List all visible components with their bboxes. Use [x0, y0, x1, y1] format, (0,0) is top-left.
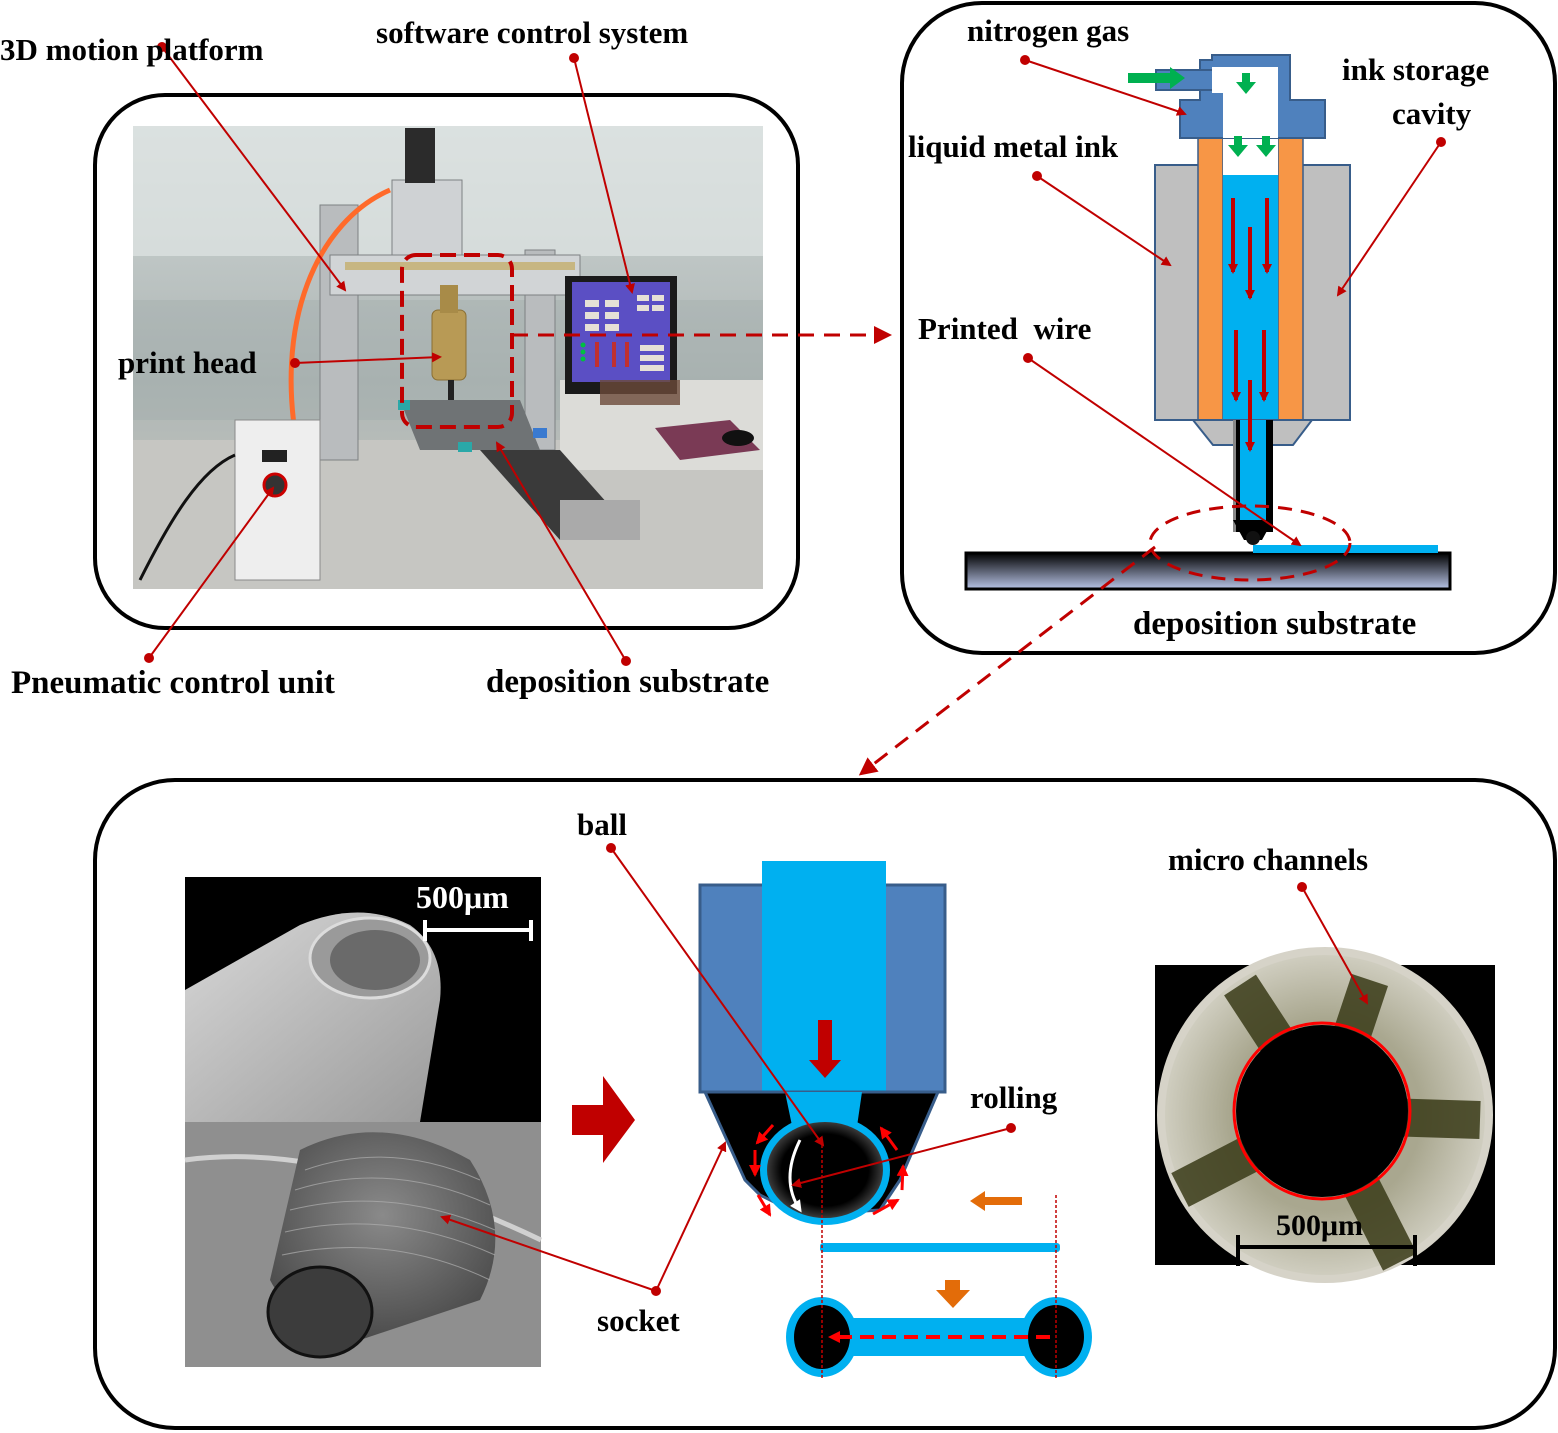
label-socket: socket — [597, 1303, 680, 1338]
callout-rolling — [791, 1123, 1016, 1188]
nozzle-ball — [1246, 531, 1260, 545]
label-motion-platform: 3D motion platform — [0, 32, 264, 67]
ball-socket-panel: 500μm — [93, 778, 1557, 1430]
callout-nitrogen-gas — [1020, 55, 1187, 116]
callout-ink-storage — [1336, 137, 1446, 297]
micro-channel-image: 500μm — [1155, 947, 1495, 1283]
label-nitrogen-gas: nitrogen gas — [967, 13, 1129, 48]
gas-flow-arrows — [1128, 67, 1276, 157]
result-arrow — [936, 1280, 970, 1308]
label-rolling: rolling — [970, 1080, 1058, 1115]
print-head-highlight-box — [400, 253, 514, 429]
label-pneumatic-unit: Pneumatic control unit — [11, 665, 335, 701]
rotation-icon — [788, 1139, 802, 1213]
callout-liquid-metal-ink — [1032, 171, 1172, 267]
callout-motion-platform — [157, 42, 347, 292]
schematic-panel: nitrogen gas ink storage cavity liquid m… — [858, 1, 1557, 776]
label-software-control: software control system — [376, 15, 688, 50]
setup-panel-frame — [93, 93, 800, 630]
label-print-head: print head — [118, 345, 257, 380]
callout-print-head — [290, 352, 442, 368]
gas-inlet-arrow — [1128, 67, 1185, 89]
setup-photo — [133, 126, 763, 589]
label-micro-channels: micro channels — [1168, 842, 1368, 877]
travel-direction-arrow — [970, 1191, 1022, 1211]
ball-socket-schematic — [698, 861, 1092, 1378]
label-ink-storage-2: cavity — [1392, 96, 1472, 131]
label-printed-wire: Printed wire — [918, 311, 1091, 346]
callout-ball — [606, 843, 825, 1147]
callout-socket — [440, 1141, 727, 1296]
ink-cavity-wall-left — [1197, 137, 1224, 421]
callout-micro-channels — [1297, 882, 1368, 1005]
printed-wire — [1253, 545, 1438, 553]
ball — [767, 1122, 883, 1218]
transition-arrow — [572, 1076, 635, 1163]
callout-deposition-substrate — [495, 441, 631, 666]
label-liquid-metal-ink: liquid metal ink — [908, 129, 1119, 164]
zoom-connector-arrow-2 — [858, 545, 1156, 776]
substrate — [964, 551, 1452, 591]
nozzle-tip-highlight — [1148, 504, 1352, 582]
label-ball: ball — [577, 807, 627, 842]
ball-socket-panel-frame — [93, 778, 1557, 1430]
sem-scale-label: 500μm — [416, 879, 509, 915]
callout-software-control — [569, 53, 635, 294]
ink-flow-arrows — [1228, 198, 1272, 452]
sem-scale-bar — [423, 920, 533, 941]
label-ink-storage-1: ink storage — [1342, 52, 1489, 87]
label-deposition-substrate-2: deposition substrate — [1133, 606, 1416, 642]
schematic-panel-frame — [900, 1, 1557, 655]
ink-cavity-wall-right — [1277, 137, 1304, 421]
channel-highlight-circle — [1232, 1021, 1412, 1201]
sem-image: 500μm — [184, 877, 543, 1367]
callout-printed-wire — [1023, 353, 1302, 547]
label-deposition-substrate: deposition substrate — [486, 664, 769, 700]
micro-scale-label: 500μm — [1276, 1209, 1363, 1242]
callout-pneumatic-unit — [144, 486, 275, 663]
micro-scale-bar — [1236, 1235, 1417, 1266]
setup-panel: 3D motion platform software control syst… — [0, 15, 892, 701]
